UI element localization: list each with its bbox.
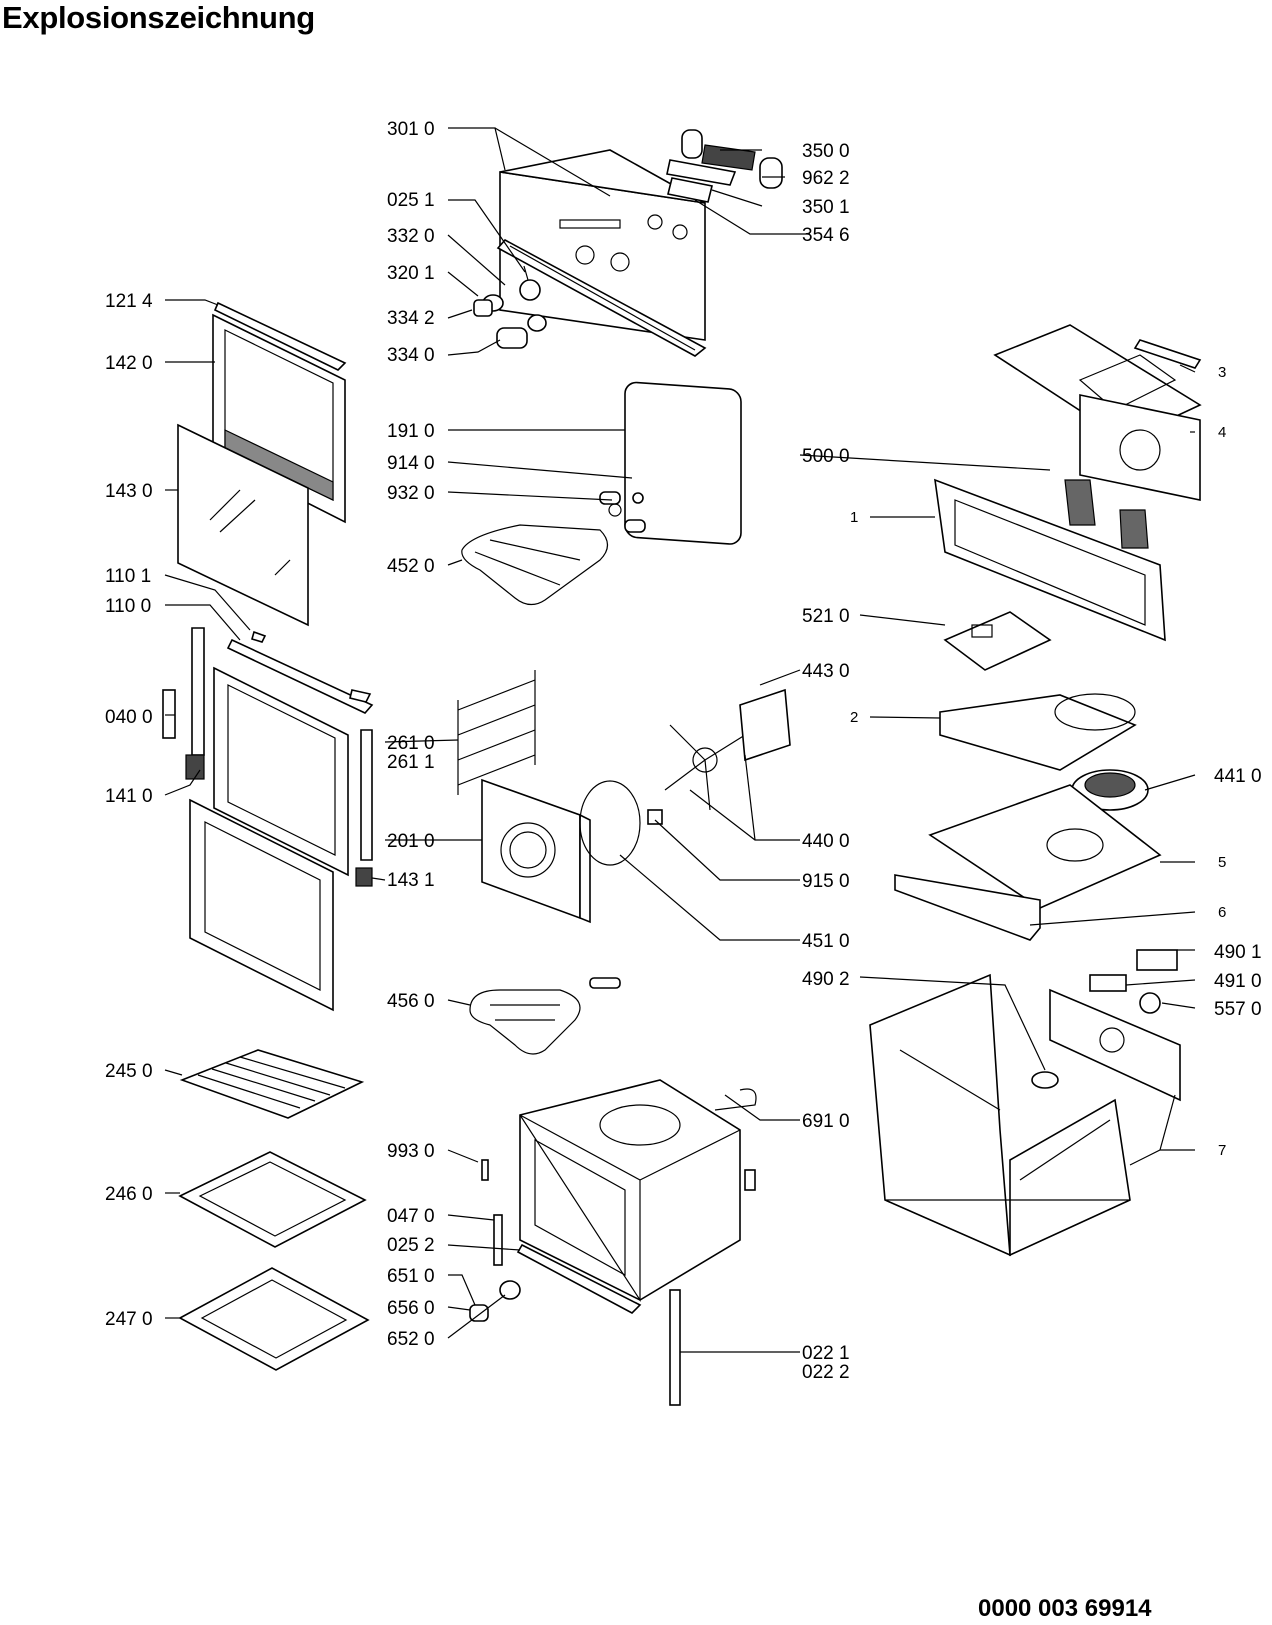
baking-tray-part xyxy=(178,1151,367,1248)
label-2460: 246 0 xyxy=(105,1184,153,1205)
label-4430: 443 0 xyxy=(802,661,850,682)
control-panel-part xyxy=(496,149,707,357)
label-n1: 1 xyxy=(850,509,858,526)
cover-plate-part xyxy=(894,784,1162,941)
label-9140: 914 0 xyxy=(387,453,435,474)
label-n4: 4 xyxy=(1218,424,1226,441)
label-5000: 500 0 xyxy=(802,446,850,467)
label-n7: 7 xyxy=(1218,1142,1226,1159)
label-4901: 490 1 xyxy=(1214,942,1262,963)
duct-part xyxy=(939,693,1149,811)
label-1100: 110 0 xyxy=(105,596,151,617)
label-1430: 143 0 xyxy=(105,481,153,502)
knob-parts xyxy=(473,265,547,349)
page-title: Explosionszeichnung xyxy=(2,0,315,35)
label-3320: 332 0 xyxy=(387,226,435,247)
label-9930: 993 0 xyxy=(387,1141,435,1162)
document-number: 0000 003 69914 xyxy=(978,1595,1152,1622)
front-frame-part xyxy=(934,478,1166,642)
small-parts xyxy=(469,1159,521,1322)
grill-element-part xyxy=(469,977,621,1055)
lamp-part xyxy=(666,129,783,203)
label-3342: 334 2 xyxy=(387,308,435,329)
label-4910: 491 0 xyxy=(1214,971,1262,992)
label-3546: 354 6 xyxy=(802,225,850,246)
label-n5: 5 xyxy=(1218,854,1226,871)
baking-tray-part-2 xyxy=(178,1267,370,1371)
label-0251: 025 1 xyxy=(387,190,435,211)
gasket-part xyxy=(624,381,742,545)
label-1214: 121 4 xyxy=(105,291,153,312)
wire-rack-part xyxy=(179,1049,365,1119)
label-3340: 334 0 xyxy=(387,345,435,366)
label-0400: 040 0 xyxy=(105,707,153,728)
heating-element-part xyxy=(461,491,646,606)
label-4902: 490 2 xyxy=(802,969,850,990)
label-3010: 301 0 xyxy=(387,119,435,140)
label-2450: 245 0 xyxy=(105,1061,153,1082)
cabinet-part xyxy=(869,949,1181,1257)
label-2610: 261 0 xyxy=(387,733,435,754)
label-1910: 191 0 xyxy=(387,421,435,442)
label-2470: 247 0 xyxy=(105,1309,153,1330)
label-0221: 022 1 xyxy=(802,1343,850,1364)
label-3501: 350 1 xyxy=(802,197,850,218)
label-6510: 651 0 xyxy=(387,1266,435,1287)
label-9320: 932 0 xyxy=(387,483,435,504)
label-n2: 2 xyxy=(850,709,858,726)
label-6910: 691 0 xyxy=(802,1111,850,1132)
label-4510: 451 0 xyxy=(802,931,850,952)
door-inner-part xyxy=(162,627,374,1012)
electronics-board-part xyxy=(943,611,1052,671)
label-2010: 201 0 xyxy=(387,831,435,852)
label-6520: 652 0 xyxy=(387,1329,435,1350)
label-4400: 440 0 xyxy=(802,831,850,852)
shelf-guide-part xyxy=(457,670,536,795)
part-labels: 301 0 025 1 332 0 320 1 334 2 334 0 350 … xyxy=(105,119,1262,1383)
label-n3: 3 xyxy=(1218,364,1226,381)
label-5570: 557 0 xyxy=(1214,999,1262,1020)
label-4560: 456 0 xyxy=(387,991,435,1012)
back-panel-part xyxy=(481,778,591,924)
label-1101: 110 1 xyxy=(105,566,151,587)
label-0252: 025 2 xyxy=(387,1235,435,1256)
door-part xyxy=(177,301,347,627)
oven-cavity-part xyxy=(516,1079,757,1406)
label-4520: 452 0 xyxy=(387,556,435,577)
fan-part xyxy=(579,688,791,866)
label-9150: 915 0 xyxy=(802,871,850,892)
label-3500: 350 0 xyxy=(802,141,850,162)
label-1431: 143 1 xyxy=(387,870,435,891)
label-0222: 022 2 xyxy=(802,1362,850,1383)
label-9622: 962 2 xyxy=(802,168,850,189)
label-4410: 441 0 xyxy=(1214,766,1262,787)
label-1410: 141 0 xyxy=(105,786,153,807)
label-0470: 047 0 xyxy=(387,1206,435,1227)
label-1420: 142 0 xyxy=(105,353,153,374)
label-5210: 521 0 xyxy=(802,606,850,627)
label-3201: 320 1 xyxy=(387,263,435,284)
label-6560: 656 0 xyxy=(387,1298,435,1319)
leader-lines xyxy=(164,127,1196,1353)
label-2611: 261 1 xyxy=(387,752,435,773)
housing-top-part xyxy=(993,324,1202,501)
label-n6: 6 xyxy=(1218,904,1226,921)
